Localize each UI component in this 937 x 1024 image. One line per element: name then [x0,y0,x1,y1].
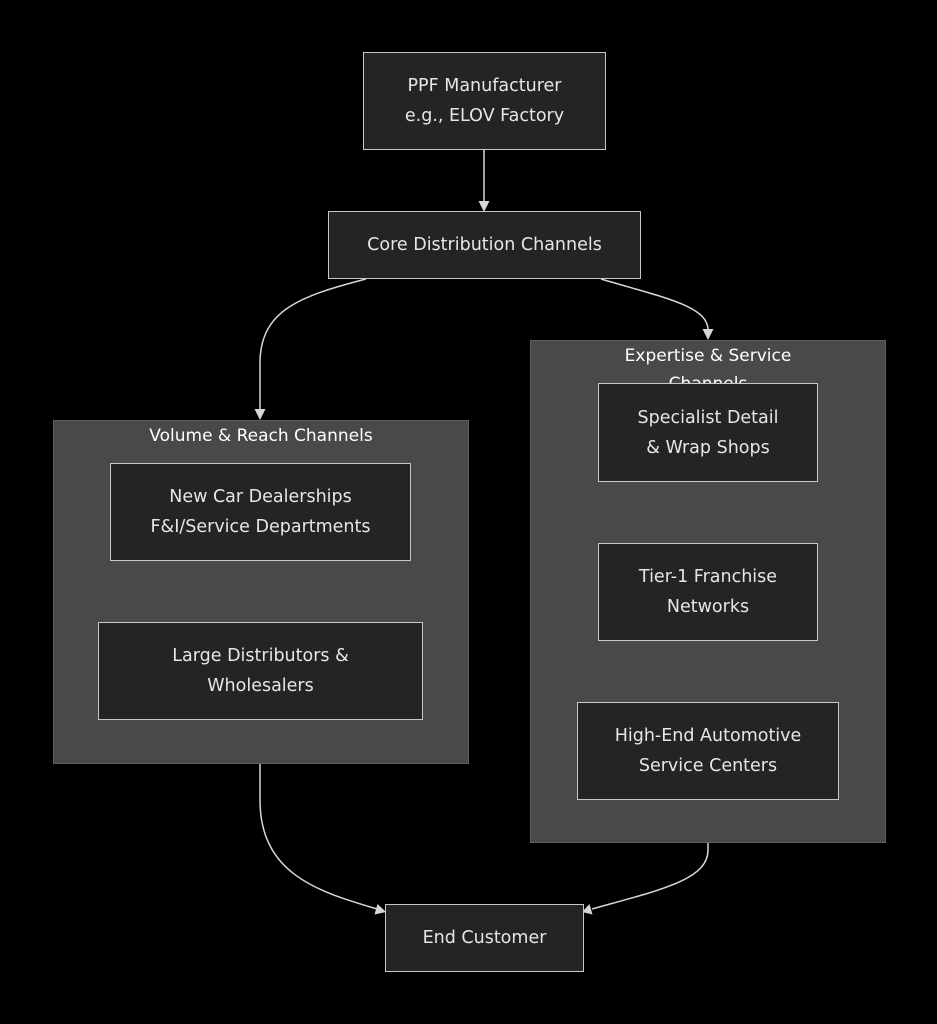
node-new-car-dealerships-label: New Car Dealerships F&I/Service Departme… [150,487,371,537]
node-specialist-detail: Specialist Detail & Wrap Shops [598,383,818,482]
arrow-volume-to-customer [374,904,386,915]
node-ppf-manufacturer: PPF Manufacturer e.g., ELOV Factory [363,52,606,150]
node-end-customer-label: End Customer [422,928,547,948]
edge-volume-to-customer [259,764,378,910]
edge-core-to-expertise [600,278,709,331]
arrow-core-to-volume [254,409,266,420]
node-specialist-detail-label: Specialist Detail & Wrap Shops [637,407,779,458]
node-end-customer: End Customer [385,904,584,972]
node-large-distributors: Large Distributors & Wholesalers [98,622,423,720]
node-core-distribution-label: Core Distribution Channels [367,235,602,255]
edge-expertise-to-customer [591,843,709,910]
node-core-distribution: Core Distribution Channels [328,211,641,279]
arrow-core-to-expertise [702,329,714,340]
node-large-distributors-label: Large Distributors & Wholesalers [172,646,349,696]
node-high-end-automotive-label: High-End Automotive Service Centers [614,726,802,776]
node-new-car-dealerships: New Car Dealerships F&I/Service Departme… [110,463,411,561]
node-tier1-franchise-label: Tier-1 Franchise Networks [638,567,778,617]
arrow-manufacturer-to-core [478,201,490,212]
node-ppf-manufacturer-label: PPF Manufacturer e.g., ELOV Factory [404,76,565,126]
node-high-end-automotive: High-End Automotive Service Centers [577,702,839,800]
group-volume-reach-title: Volume & Reach Channels [149,426,373,446]
node-tier1-franchise: Tier-1 Franchise Networks [598,543,818,641]
edge-core-to-volume [259,278,367,412]
arrow-expertise-to-customer [582,904,593,915]
